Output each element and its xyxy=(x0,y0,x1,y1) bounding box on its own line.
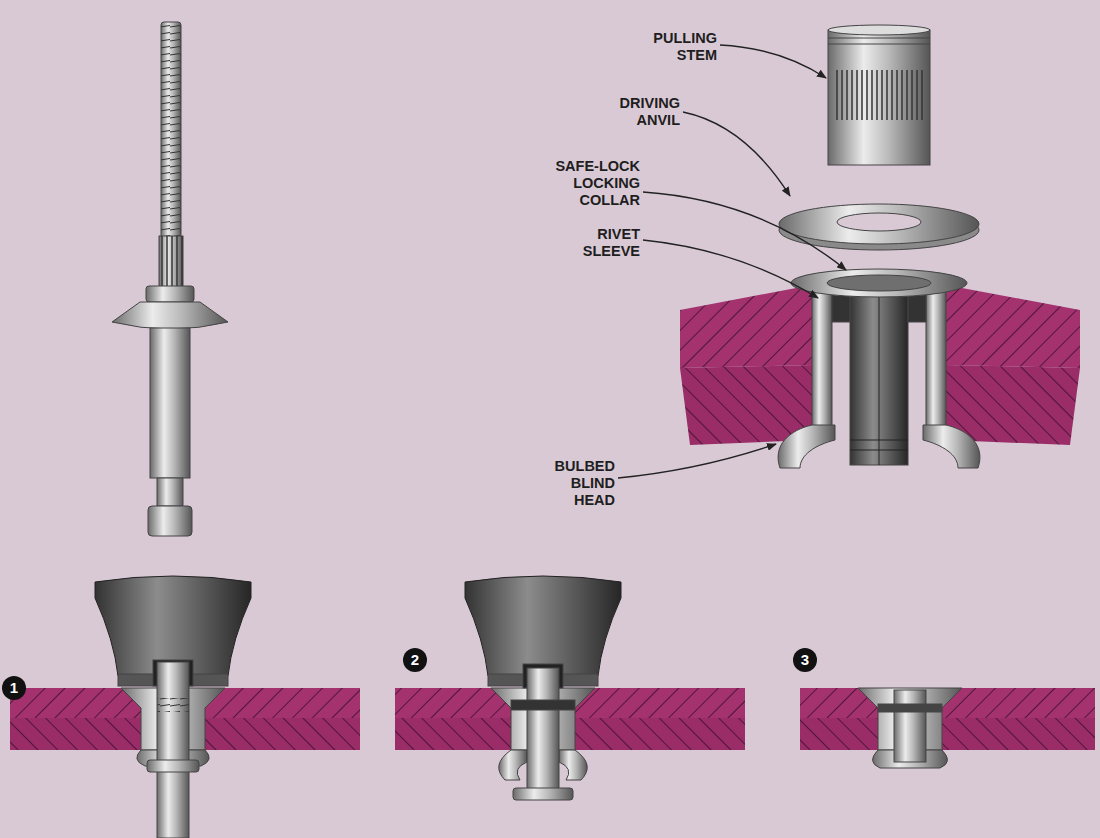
lower-plate xyxy=(205,718,360,750)
rivet-shank xyxy=(150,328,190,478)
spline-marks xyxy=(159,236,183,288)
upper-plate xyxy=(575,688,745,718)
part-label: SAFE-LOCK LOCKING COLLAR xyxy=(530,158,640,209)
unset-rivet xyxy=(112,22,228,536)
rivet-head xyxy=(112,302,228,329)
upper-plate xyxy=(946,285,1080,368)
stem-core xyxy=(850,285,908,465)
section-view xyxy=(680,25,1080,468)
leader-line xyxy=(683,112,790,196)
bulbed-head xyxy=(923,425,980,468)
threaded-stem xyxy=(161,22,181,238)
bulbed-head xyxy=(778,425,835,468)
driving-anvil xyxy=(779,204,979,244)
step-one xyxy=(10,576,360,838)
stem-head xyxy=(513,788,573,800)
thread-ridge xyxy=(828,44,930,45)
lower-plate xyxy=(395,718,511,750)
leader-line xyxy=(618,444,776,478)
blind-head xyxy=(499,750,527,780)
leader-line xyxy=(720,45,826,78)
blind-head xyxy=(559,750,587,780)
thread-ridge xyxy=(828,38,930,39)
upper-plate xyxy=(680,285,812,368)
rivet-stem xyxy=(157,662,189,838)
pulling-stem xyxy=(828,30,930,165)
sleeve-wall xyxy=(812,283,832,428)
part-label: DRIVING ANVIL xyxy=(580,95,680,129)
stem-split xyxy=(879,285,880,465)
lower-plate xyxy=(10,718,141,750)
stem-top xyxy=(828,25,930,35)
leader-line xyxy=(643,240,818,298)
part-label: BULBED BLIND HEAD xyxy=(533,458,615,509)
stem-neck xyxy=(157,478,183,506)
locking-collar xyxy=(878,704,942,712)
sleeve-flange xyxy=(791,269,967,297)
locking-collar xyxy=(511,700,575,710)
stem-grooves xyxy=(157,698,189,712)
thread-marks xyxy=(161,22,181,238)
collar-top xyxy=(827,275,931,291)
upper-plate xyxy=(942,688,1095,718)
lock-groove xyxy=(850,450,908,451)
upper-plate xyxy=(10,688,141,718)
rivet-gun-nose xyxy=(465,576,621,676)
upper-plate xyxy=(395,688,511,718)
lower-plate xyxy=(800,718,878,750)
lower-plate xyxy=(942,718,1095,750)
splined-stem xyxy=(159,236,183,288)
rivet-stem xyxy=(527,668,559,790)
callout-number: 1 xyxy=(2,676,26,700)
stem-end xyxy=(148,506,192,536)
callout-number: 3 xyxy=(793,648,817,672)
step-three xyxy=(800,688,1095,768)
anvil-hole xyxy=(837,213,921,231)
knurl-band xyxy=(834,70,924,120)
callout-number: 2 xyxy=(403,648,427,672)
upper-plate xyxy=(205,688,360,718)
step-two xyxy=(395,576,745,800)
sleeve-wall xyxy=(926,283,946,428)
leader-line xyxy=(643,192,846,270)
part-label: RIVET SLEEVE xyxy=(560,226,640,260)
lock-groove xyxy=(850,440,908,441)
rivet-stem xyxy=(894,690,926,762)
lower-plate xyxy=(575,718,745,750)
part-label: PULLING STEM xyxy=(622,30,717,64)
locking-collar xyxy=(146,286,194,302)
stem-head xyxy=(147,760,199,772)
